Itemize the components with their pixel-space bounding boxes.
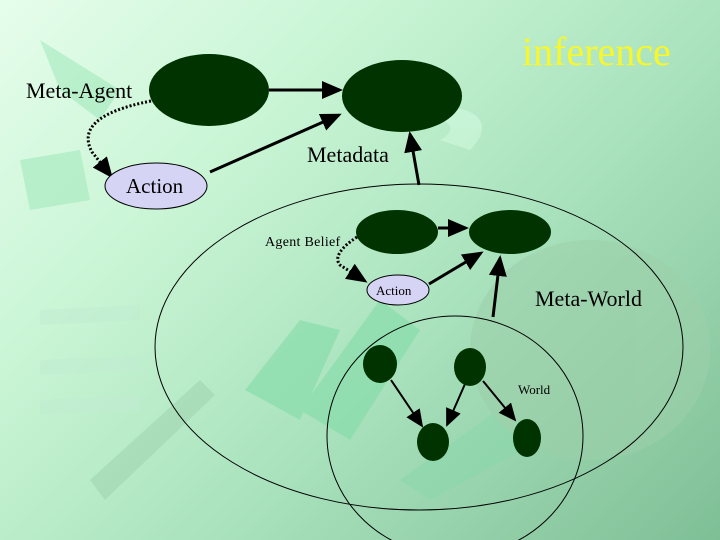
meta-agent-node[interactable] (149, 54, 269, 126)
world-node-3[interactable] (417, 423, 449, 461)
agent-belief-node[interactable] (356, 210, 438, 254)
edge-meta-action-to-inference (209, 113, 342, 174)
meta-agent-label: Meta-Agent (26, 78, 133, 103)
edge-agent-belief-to-action-dotted (336, 235, 368, 283)
agent-belief-label: Agent Belief (265, 235, 341, 250)
edge-world-node2-to-node4 (482, 380, 517, 422)
world-node-4[interactable] (513, 419, 541, 457)
title-inference: inference (522, 29, 671, 74)
meta-action-node[interactable] (104, 162, 208, 210)
edge-world-node2-to-node3 (446, 383, 466, 427)
background-watermark (20, 40, 710, 500)
agent-action-node[interactable] (366, 274, 430, 306)
world-label: World (518, 382, 551, 397)
edge-meta-world-to-inference (404, 131, 422, 186)
meta-action-label: Action (126, 174, 184, 198)
meta-inference-node[interactable] (342, 60, 462, 132)
agent-action-label: Action (376, 283, 412, 298)
world-region (326, 315, 584, 540)
world-node-1[interactable] (363, 345, 397, 383)
edge-agent-action-to-inference (428, 251, 484, 286)
edge-world-to-agent-inference (488, 255, 507, 318)
agent-inference-node[interactable] (469, 210, 551, 254)
edge-world-node1-to-node3 (390, 379, 424, 428)
metadata-label: Metadata (307, 142, 389, 167)
world-node-2[interactable] (454, 348, 486, 386)
meta-world-label: Meta-World (535, 286, 642, 311)
edges (86, 81, 517, 428)
